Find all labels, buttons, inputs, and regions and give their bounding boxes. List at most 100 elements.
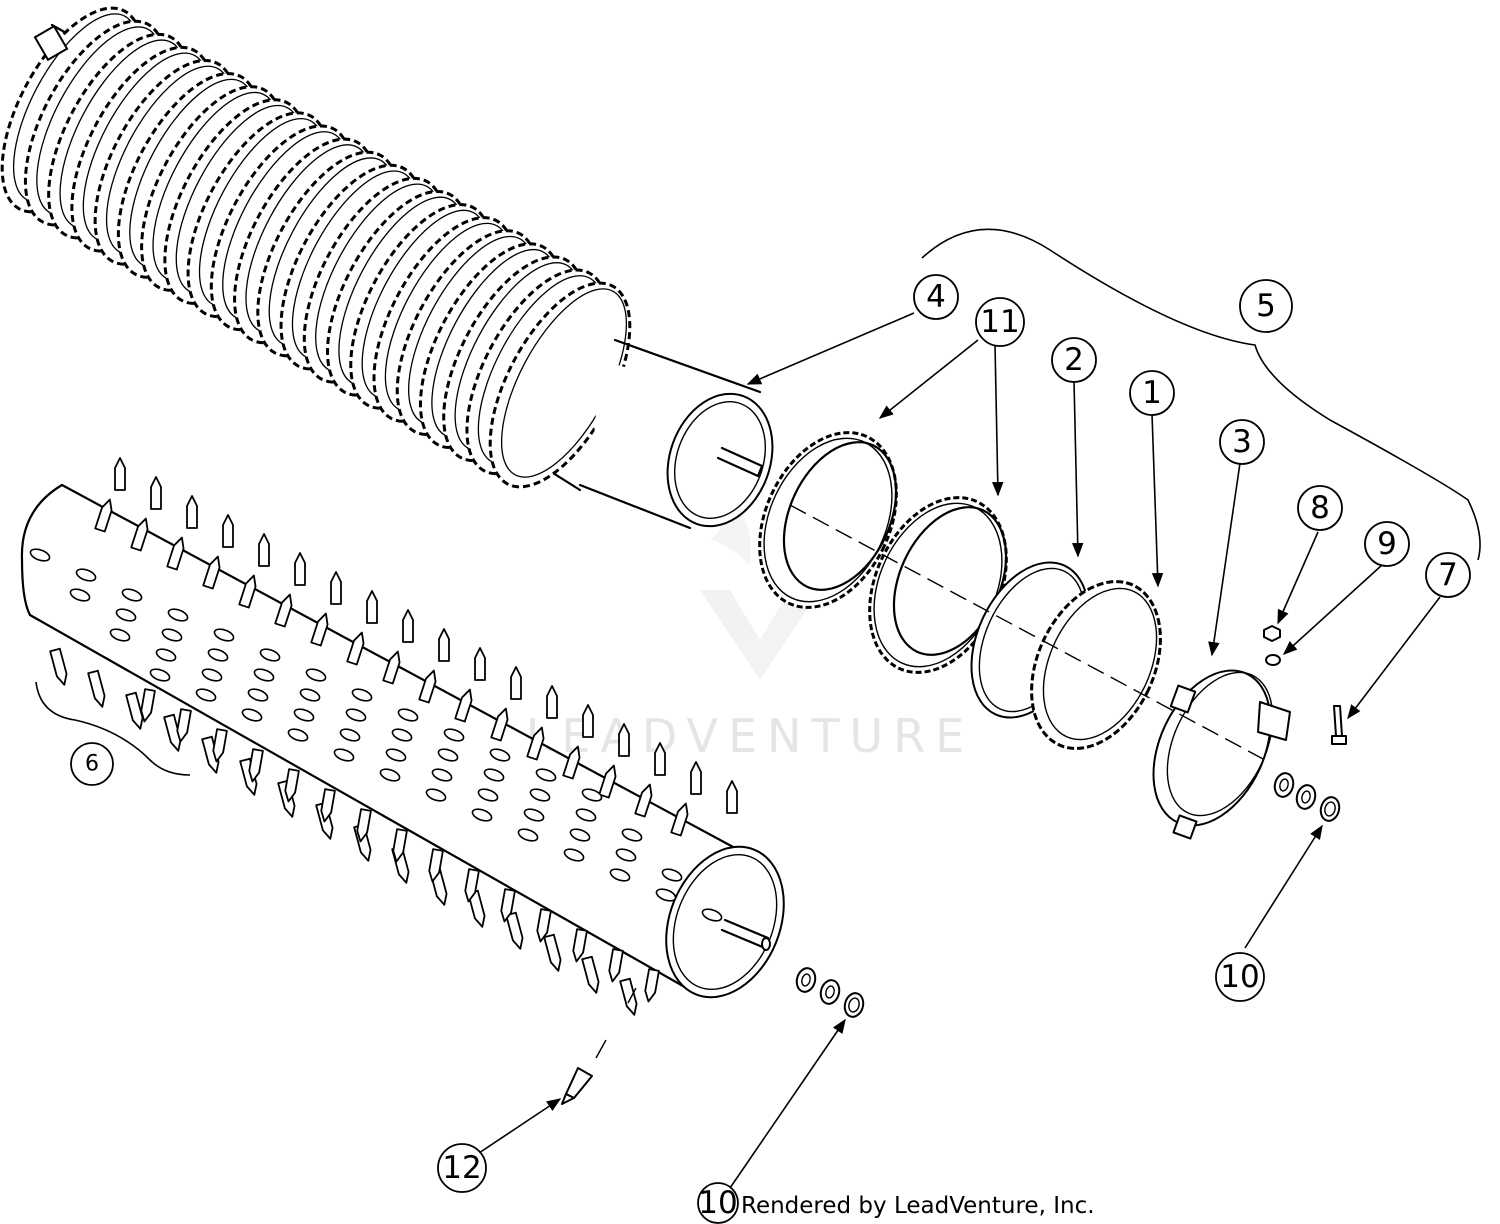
spike (330, 571, 342, 605)
spike-tip (431, 768, 453, 782)
callout-7: 7 (1425, 552, 1471, 598)
washers-upper (1273, 772, 1341, 822)
spike-tip (75, 568, 97, 582)
spike (526, 726, 545, 761)
spike-tip (195, 688, 217, 702)
leader-lines (475, 312, 1441, 1189)
spike (239, 757, 258, 796)
spike-tip (471, 808, 493, 822)
spike (562, 745, 581, 780)
callout-3: 3 (1219, 419, 1265, 465)
toothed-ring-11a (758, 431, 898, 609)
spike-tip (305, 668, 327, 682)
washer-9 (1265, 654, 1281, 666)
svg-text:8: 8 (1310, 490, 1330, 526)
spike (536, 908, 552, 943)
spike-tip (207, 648, 229, 662)
center-axis (789, 504, 1266, 761)
spike (505, 911, 524, 950)
spike-tip (293, 708, 315, 722)
spike (654, 742, 666, 776)
spike (402, 609, 414, 643)
roller-hub (578, 338, 774, 530)
spike (474, 647, 486, 681)
spike-tip (29, 548, 51, 562)
spike (598, 764, 617, 799)
svg-text:9: 9 (1377, 526, 1397, 562)
spike (176, 708, 192, 743)
svg-text:3: 3 (1232, 424, 1252, 460)
spike-tip (247, 688, 269, 702)
svg-text:11: 11 (980, 304, 1019, 340)
spike (49, 647, 68, 686)
spike-tip (109, 628, 131, 642)
spike-tip (701, 908, 723, 922)
spike (582, 704, 594, 738)
spike-tip (425, 788, 447, 802)
spike (294, 552, 306, 586)
spike-tip (391, 728, 413, 742)
spike-tip (167, 608, 189, 622)
spike (619, 977, 638, 1016)
spike-tip (535, 768, 557, 782)
spike-tip (385, 748, 407, 762)
spike-tip (397, 708, 419, 722)
spike (572, 928, 588, 963)
spike-tip (155, 648, 177, 662)
spike (150, 476, 162, 510)
callout-10-upper: 10 (1215, 952, 1265, 1002)
spike-tip (523, 808, 545, 822)
spike (366, 590, 378, 624)
svg-text:1: 1 (1142, 375, 1162, 411)
svg-text:10: 10 (698, 1185, 737, 1221)
svg-text:10: 10 (1220, 959, 1259, 995)
spike-tip (477, 788, 499, 802)
svg-text:5: 5 (1256, 288, 1276, 324)
watermark-text: LEADVENTURE (526, 709, 975, 763)
spike-tip (333, 748, 355, 762)
spike-tip (121, 588, 143, 602)
spike (166, 536, 185, 571)
spike (356, 808, 372, 843)
callout-11: 11 (975, 297, 1025, 347)
spike (222, 514, 234, 548)
spike (284, 768, 300, 803)
spike-tip (563, 848, 585, 862)
spike (546, 685, 558, 719)
spike (510, 666, 522, 700)
spike (690, 761, 702, 795)
spike (202, 555, 221, 590)
toothed-ring-1 (1030, 580, 1162, 750)
spike (670, 802, 689, 837)
spike (392, 828, 408, 863)
svg-text:4: 4 (926, 279, 946, 315)
svg-text:6: 6 (85, 752, 99, 777)
spike-tip (581, 788, 603, 802)
assembly-bracket-5 (921, 228, 1481, 561)
spike-tip (443, 728, 465, 742)
spike (428, 848, 444, 883)
spike (634, 783, 653, 818)
spike (277, 779, 296, 818)
spike-tip (339, 728, 361, 742)
callout-4: 4 (913, 274, 959, 320)
spike-tip (517, 828, 539, 842)
spike-tip (529, 788, 551, 802)
spike (274, 593, 293, 628)
svg-text:12: 12 (442, 1150, 481, 1186)
spike-tip (287, 728, 309, 742)
spike-tip (621, 828, 643, 842)
callout-8: 8 (1297, 485, 1343, 531)
spike-tip (115, 608, 137, 622)
svg-text:2: 2 (1064, 342, 1084, 378)
washers-lower (795, 967, 865, 1018)
spike-tip (161, 628, 183, 642)
spike (310, 612, 329, 647)
spike (114, 457, 126, 491)
spike (418, 669, 437, 704)
spike-tip (213, 628, 235, 642)
footer-credit: Rendered by LeadVenture, Inc. (741, 1193, 1095, 1219)
spike (212, 728, 228, 763)
spike (320, 788, 336, 823)
